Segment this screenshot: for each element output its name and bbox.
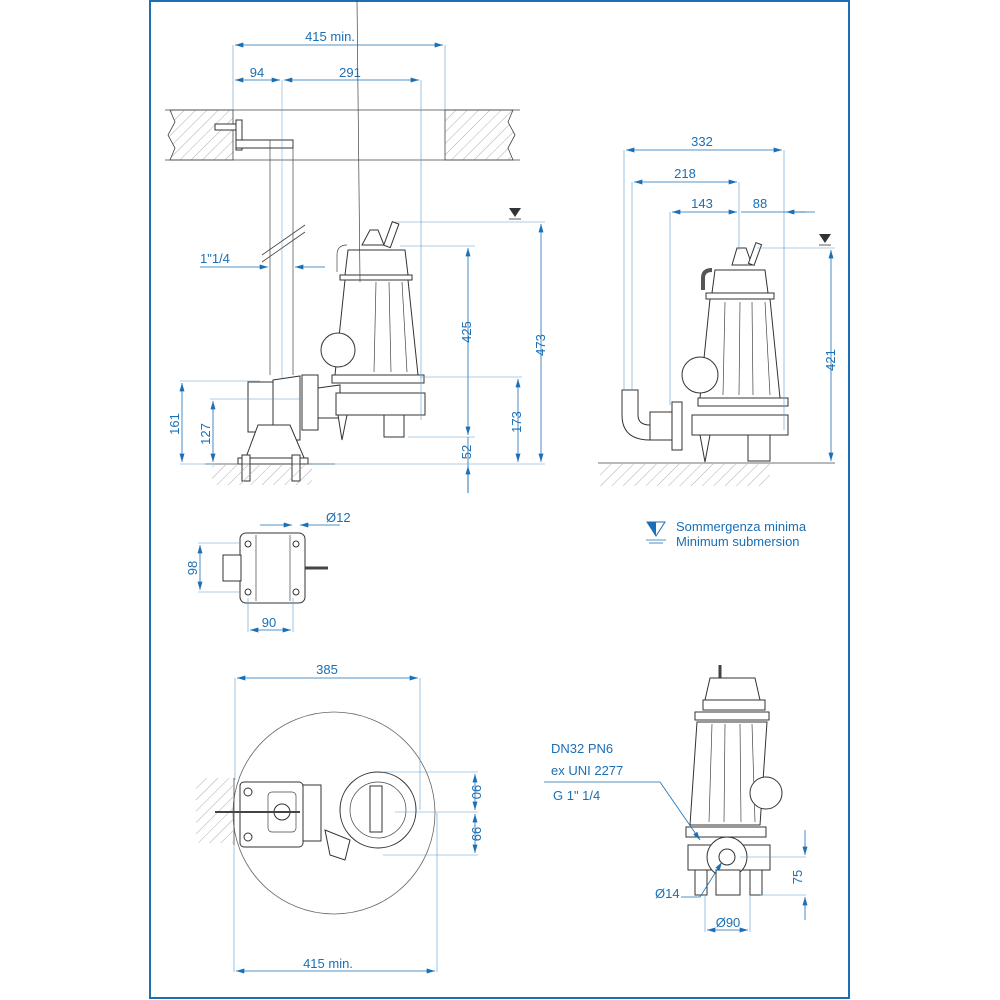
dim-ø90: Ø90 (704, 895, 751, 933)
dim-161-127: 161 127 (167, 380, 300, 465)
dim-label-94: 94 (250, 65, 264, 80)
legend-line-italian: Sommergenza minima (676, 519, 807, 534)
dim-98: 98 (185, 542, 240, 593)
legend-line-english: Minimum submersion (676, 534, 800, 549)
dim-label-ø14: Ø14 (655, 886, 680, 901)
pump-body-2 (621, 241, 789, 463)
guide-pipe (261, 80, 306, 380)
dim-label-161: 161 (167, 413, 182, 435)
dim-label-ø12: Ø12 (326, 510, 351, 525)
dim-90-99: 90 99 (383, 771, 484, 856)
dim-label-473: 473 (533, 334, 548, 356)
dim-90-foot: 90 (247, 598, 294, 633)
dim-label-127: 127 (198, 423, 213, 445)
top-view: 385 415 min. 90 99 (196, 662, 484, 974)
dim-label-88: 88 (753, 196, 767, 211)
minimum-submersion-icon (646, 521, 666, 544)
dim-332: 332 (623, 134, 785, 430)
pump-foot (205, 374, 341, 485)
min-submersion-marker-icon (509, 208, 521, 220)
legend: Sommergenza minima Minimum submersion (646, 519, 807, 549)
dim-label-173: 173 (509, 411, 524, 433)
ceiling-slab (165, 109, 520, 161)
dim-label-425: 425 (459, 321, 474, 343)
dim-pipe-size: 1"1/4 (200, 251, 325, 270)
dim-label-291: 291 (339, 65, 361, 80)
flange-label-uni: ex UNI 2277 (551, 763, 623, 778)
dim-425-52: 425 52 (400, 245, 475, 493)
dim-label-385: 385 (316, 662, 338, 677)
dim-label-99: 99 (469, 827, 484, 841)
dim-75: 75 (740, 830, 808, 920)
flange-label-dn32: DN32 PN6 (551, 741, 613, 756)
drawing-frame (149, 0, 850, 999)
dim-label-75: 75 (790, 870, 805, 884)
dim-label-143: 143 (691, 196, 713, 211)
dim-415-top: 415 min. (232, 29, 446, 110)
dim-415-bottom: 415 min. (233, 813, 438, 974)
dim-label-218: 218 (674, 166, 696, 181)
dim-143-88: 143 88 (669, 196, 815, 405)
foot-plan-view: Ø12 98 90 (185, 510, 351, 633)
dim-94-291: 94 291 (234, 65, 422, 420)
min-submersion-marker-icon (819, 234, 831, 246)
dim-label-421: 421 (823, 349, 838, 371)
dim-label-332: 332 (691, 134, 713, 149)
dim-label-415-min-bottom: 415 min. (303, 956, 353, 971)
dim-385: 385 (234, 662, 421, 810)
dim-label-98: 98 (185, 561, 200, 575)
dim-label-415-min: 415 min. (305, 29, 355, 44)
dim-label-1-1-4: 1"1/4 (200, 251, 230, 266)
dim-ø12: Ø12 (260, 510, 351, 528)
dim-473-173: 473 173 (312, 208, 548, 465)
dim-label-90-foot: 90 (262, 615, 276, 630)
thread-label: G 1" 1/4 (553, 788, 600, 803)
side-install-view: 415 min. 94 291 1"1/4 425 52 (165, 0, 548, 493)
pump-body (320, 0, 426, 441)
dim-label-52: 52 (459, 445, 474, 459)
dim-label-ø90: Ø90 (716, 915, 741, 930)
dim-218: 218 (631, 166, 740, 390)
dim-421: 421 (757, 234, 838, 461)
dim-ø14: Ø14 (655, 861, 723, 901)
side-freestanding-view: 332 218 143 88 421 (598, 134, 838, 486)
front-view: DN32 PN6 ex UNI 2277 G 1" 1/4 Ø14 Ø90 75 (544, 665, 808, 933)
dim-label-90-top: 90 (469, 785, 484, 799)
